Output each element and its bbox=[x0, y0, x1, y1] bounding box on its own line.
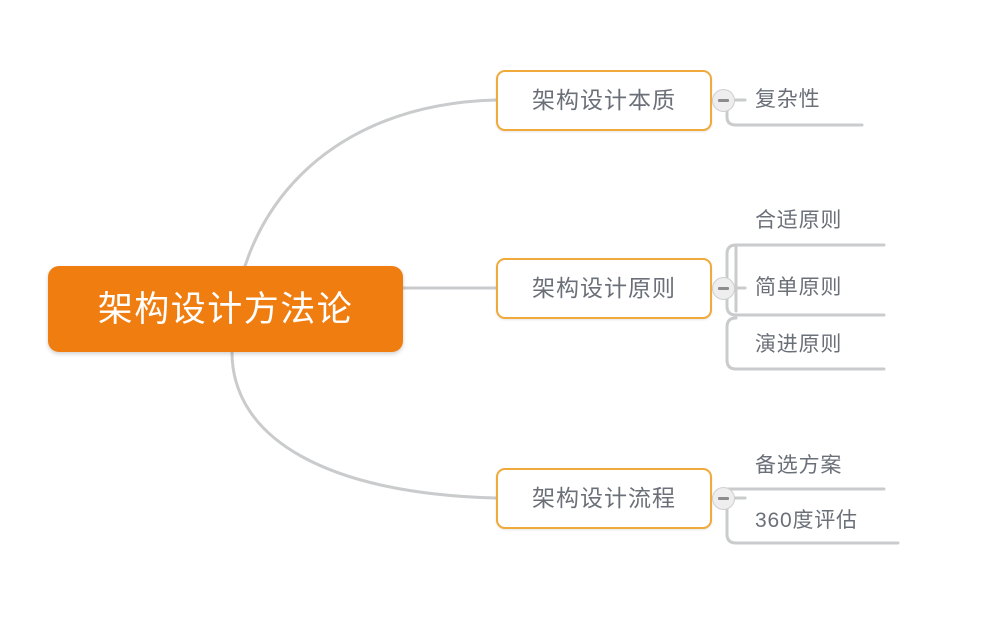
connector-branch-3-children bbox=[725, 487, 886, 500]
leaf-node-1-1-label: 复杂性 bbox=[755, 88, 821, 111]
leaf-node-2-2[interactable]: 简单原则 bbox=[755, 277, 842, 298]
leaf-node-3-1[interactable]: 备选方案 bbox=[755, 455, 842, 476]
leaf-node-1-1[interactable]: 复杂性 bbox=[755, 89, 820, 110]
leaf-node-3-1-label: 备选方案 bbox=[755, 454, 843, 477]
leaf-node-2-1[interactable]: 合适原则 bbox=[755, 210, 842, 231]
connector-root-to-branch-3 bbox=[230, 350, 498, 500]
root-node-label: 架构设计方法论 bbox=[97, 289, 354, 329]
branch-node-3-label: 架构设计流程 bbox=[532, 485, 676, 511]
minus-circle-icon[interactable] bbox=[712, 487, 735, 510]
minus-glyph bbox=[718, 99, 729, 102]
leaf-node-2-1-label: 合适原则 bbox=[755, 209, 843, 232]
root-node[interactable]: 架构设计方法论 bbox=[48, 266, 403, 352]
branch-node-1[interactable]: 架构设计本质 bbox=[496, 70, 712, 131]
branch-node-2-label: 架构设计原则 bbox=[532, 275, 676, 301]
branch-node-2[interactable]: 架构设计原则 bbox=[496, 258, 712, 319]
branch-node-1-label: 架构设计本质 bbox=[532, 87, 676, 113]
branch-node-3[interactable]: 架构设计流程 bbox=[496, 468, 712, 529]
leaf-node-2-3-label: 演进原则 bbox=[755, 333, 843, 356]
leaf-node-2-2-label: 简单原则 bbox=[755, 276, 843, 299]
minus-glyph bbox=[718, 287, 729, 290]
minus-circle-icon[interactable] bbox=[712, 277, 735, 300]
leaf-node-2-3[interactable]: 演进原则 bbox=[755, 334, 842, 355]
minus-glyph bbox=[718, 497, 729, 500]
minus-circle-icon[interactable] bbox=[712, 89, 735, 112]
leaf-node-3-2[interactable]: 360度评估 bbox=[755, 510, 858, 531]
leaf-node-3-2-label: 360度评估 bbox=[755, 509, 858, 532]
